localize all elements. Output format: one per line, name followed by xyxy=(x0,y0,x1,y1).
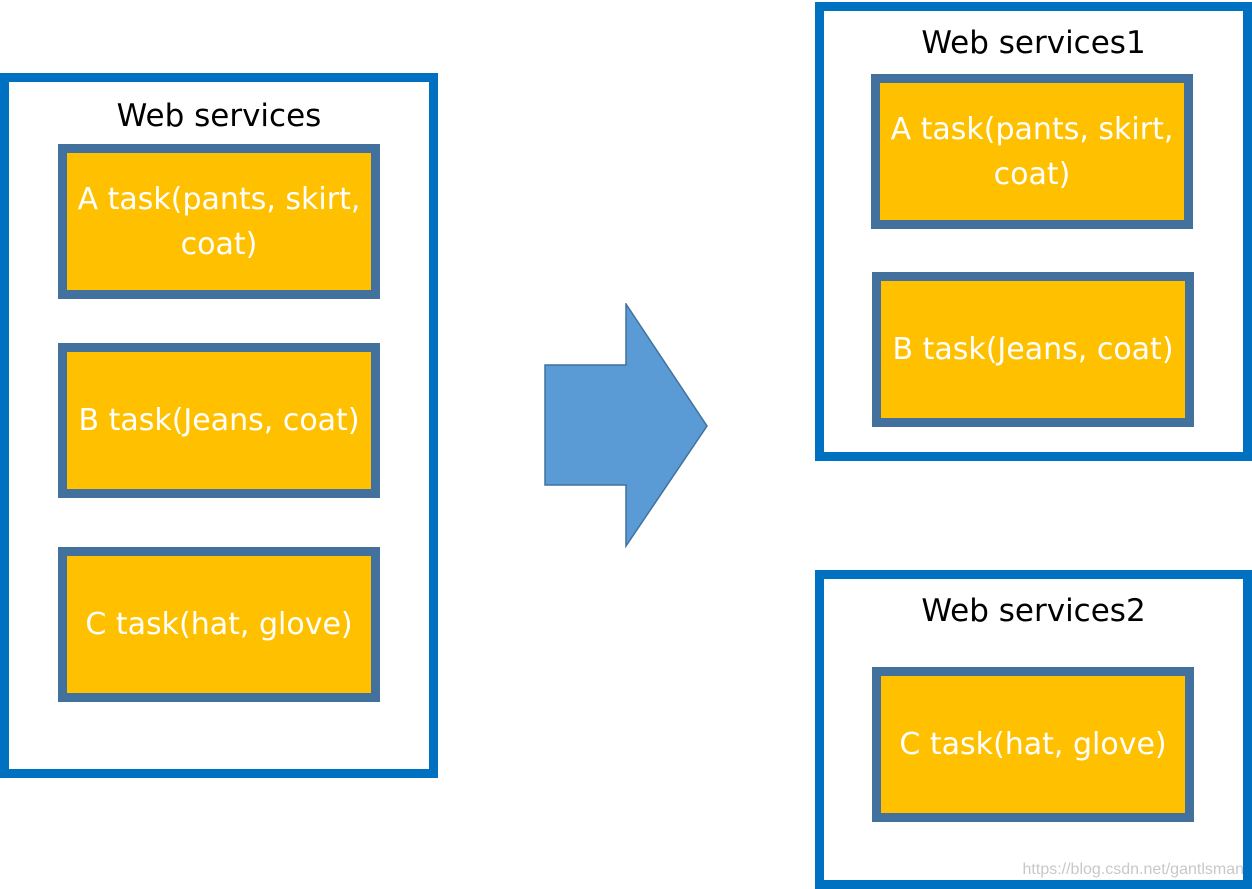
left-web-services-title: Web services xyxy=(116,98,322,134)
right-web-services1-title: Web services1 xyxy=(921,25,1146,61)
right1-task-a: A task(pants, skirt, coat) xyxy=(871,74,1193,229)
right-web-services2-title: Web services2 xyxy=(921,593,1146,629)
left-task-a: A task(pants, skirt, coat) xyxy=(58,144,380,299)
right-web-services2-box: Web services2 C task(hat, glove) xyxy=(815,570,1252,889)
left-task-b: B task(Jeans, coat) xyxy=(58,343,380,498)
right-arrow-icon xyxy=(544,303,708,549)
right1-task-b: B task(Jeans, coat) xyxy=(872,272,1194,427)
left-task-b-label: B task(Jeans, coat) xyxy=(78,403,360,438)
right-web-services1-box: Web services1 A task(pants, skirt, coat)… xyxy=(815,2,1252,461)
arrow-shape xyxy=(544,303,708,549)
left-task-c: C task(hat, glove) xyxy=(58,547,380,702)
left-web-services-box: Web services A task(pants, skirt, coat) … xyxy=(0,73,438,778)
right2-task-c: C task(hat, glove) xyxy=(872,667,1194,822)
watermark-text: https://blog.csdn.net/gantlsman xyxy=(1022,861,1244,878)
left-task-a-label: A task(pants, skirt, coat) xyxy=(77,181,361,262)
right1-task-a-label: A task(pants, skirt, coat) xyxy=(890,111,1174,192)
right1-task-b-label: B task(Jeans, coat) xyxy=(892,332,1174,367)
right2-task-c-label: C task(hat, glove) xyxy=(899,727,1167,762)
left-task-c-label: C task(hat, glove) xyxy=(85,607,353,642)
